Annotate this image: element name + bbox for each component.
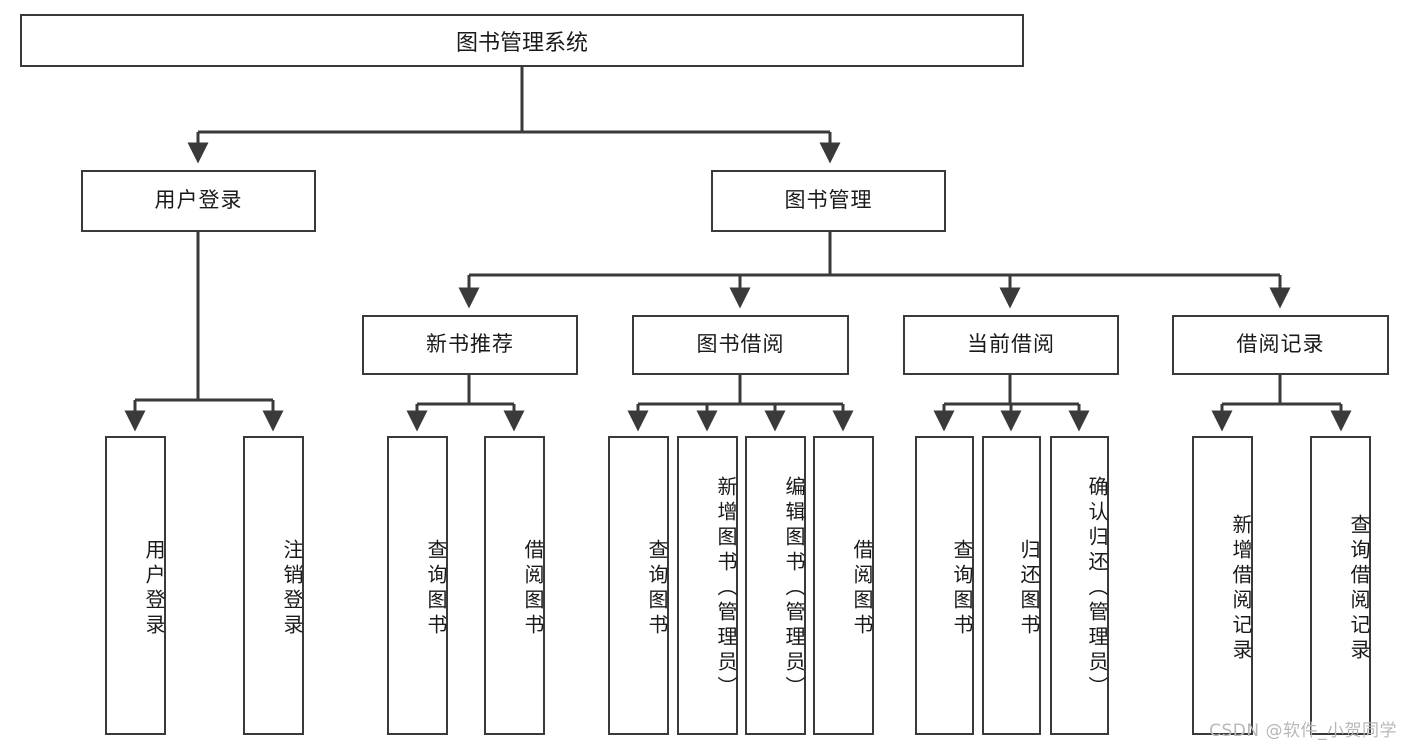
node-new-book-recommend[interactable]: 新书推荐	[362, 315, 578, 375]
leaf-new-book-borrow[interactable]: 借阅图书	[484, 436, 545, 735]
leaf-record-add-borrow-record[interactable]: 新增借阅记录	[1192, 436, 1253, 735]
node-current-borrow[interactable]: 当前借阅	[903, 315, 1119, 375]
node-label: 借阅图书	[850, 538, 874, 639]
node-label: 注销登录	[280, 538, 304, 639]
leaf-borrow-borrow-book[interactable]: 借阅图书	[813, 436, 874, 735]
csdn-watermark: CSDN @软件_小贺同学	[1209, 721, 1397, 741]
node-user-login[interactable]: 用户登录	[81, 170, 316, 232]
node-label: 用户登录	[142, 538, 166, 639]
node-label: 借阅图书	[521, 538, 545, 639]
node-label: 新增借阅记录	[1229, 513, 1253, 664]
node-label: 用户登录	[154, 188, 243, 213]
leaf-record-query-borrow-record[interactable]: 查询借阅记录	[1310, 436, 1371, 735]
leaf-current-query-book[interactable]: 查询图书	[915, 436, 974, 735]
node-label: 新书推荐	[426, 332, 514, 357]
leaf-borrow-add-book-admin[interactable]: 新增图书（管理员）	[677, 436, 738, 735]
node-book-borrow[interactable]: 图书借阅	[632, 315, 849, 375]
node-label: 查询图书	[424, 538, 448, 639]
node-book-management[interactable]: 图书管理	[711, 170, 946, 232]
node-root-book-management-system[interactable]: 图书管理系统	[20, 14, 1024, 67]
node-borrow-record[interactable]: 借阅记录	[1172, 315, 1389, 375]
node-label: 当前借阅	[967, 332, 1055, 357]
node-label: 新增图书（管理员）	[714, 476, 738, 701]
node-label: 查询图书	[950, 538, 974, 639]
leaf-borrow-query-book[interactable]: 查询图书	[608, 436, 669, 735]
node-label: 归还图书	[1017, 538, 1041, 639]
leaf-borrow-edit-book-admin[interactable]: 编辑图书（管理员）	[745, 436, 806, 735]
leaf-user-login-login[interactable]: 用户登录	[105, 436, 166, 735]
node-label: 编辑图书（管理员）	[782, 476, 806, 701]
node-label: 查询借阅记录	[1347, 513, 1371, 664]
node-label: 图书借阅	[696, 332, 785, 357]
leaf-new-book-query[interactable]: 查询图书	[387, 436, 448, 735]
node-label: 查询图书	[645, 538, 669, 639]
node-label: 图书管理系统	[455, 30, 588, 56]
node-label: 图书管理	[784, 188, 873, 213]
leaf-current-confirm-return-admin[interactable]: 确认归还（管理员）	[1050, 436, 1109, 735]
node-label: 确认归还（管理员）	[1085, 476, 1109, 701]
node-label: 借阅记录	[1236, 332, 1325, 357]
leaf-user-login-logout[interactable]: 注销登录	[243, 436, 304, 735]
leaf-current-return-book[interactable]: 归还图书	[982, 436, 1041, 735]
